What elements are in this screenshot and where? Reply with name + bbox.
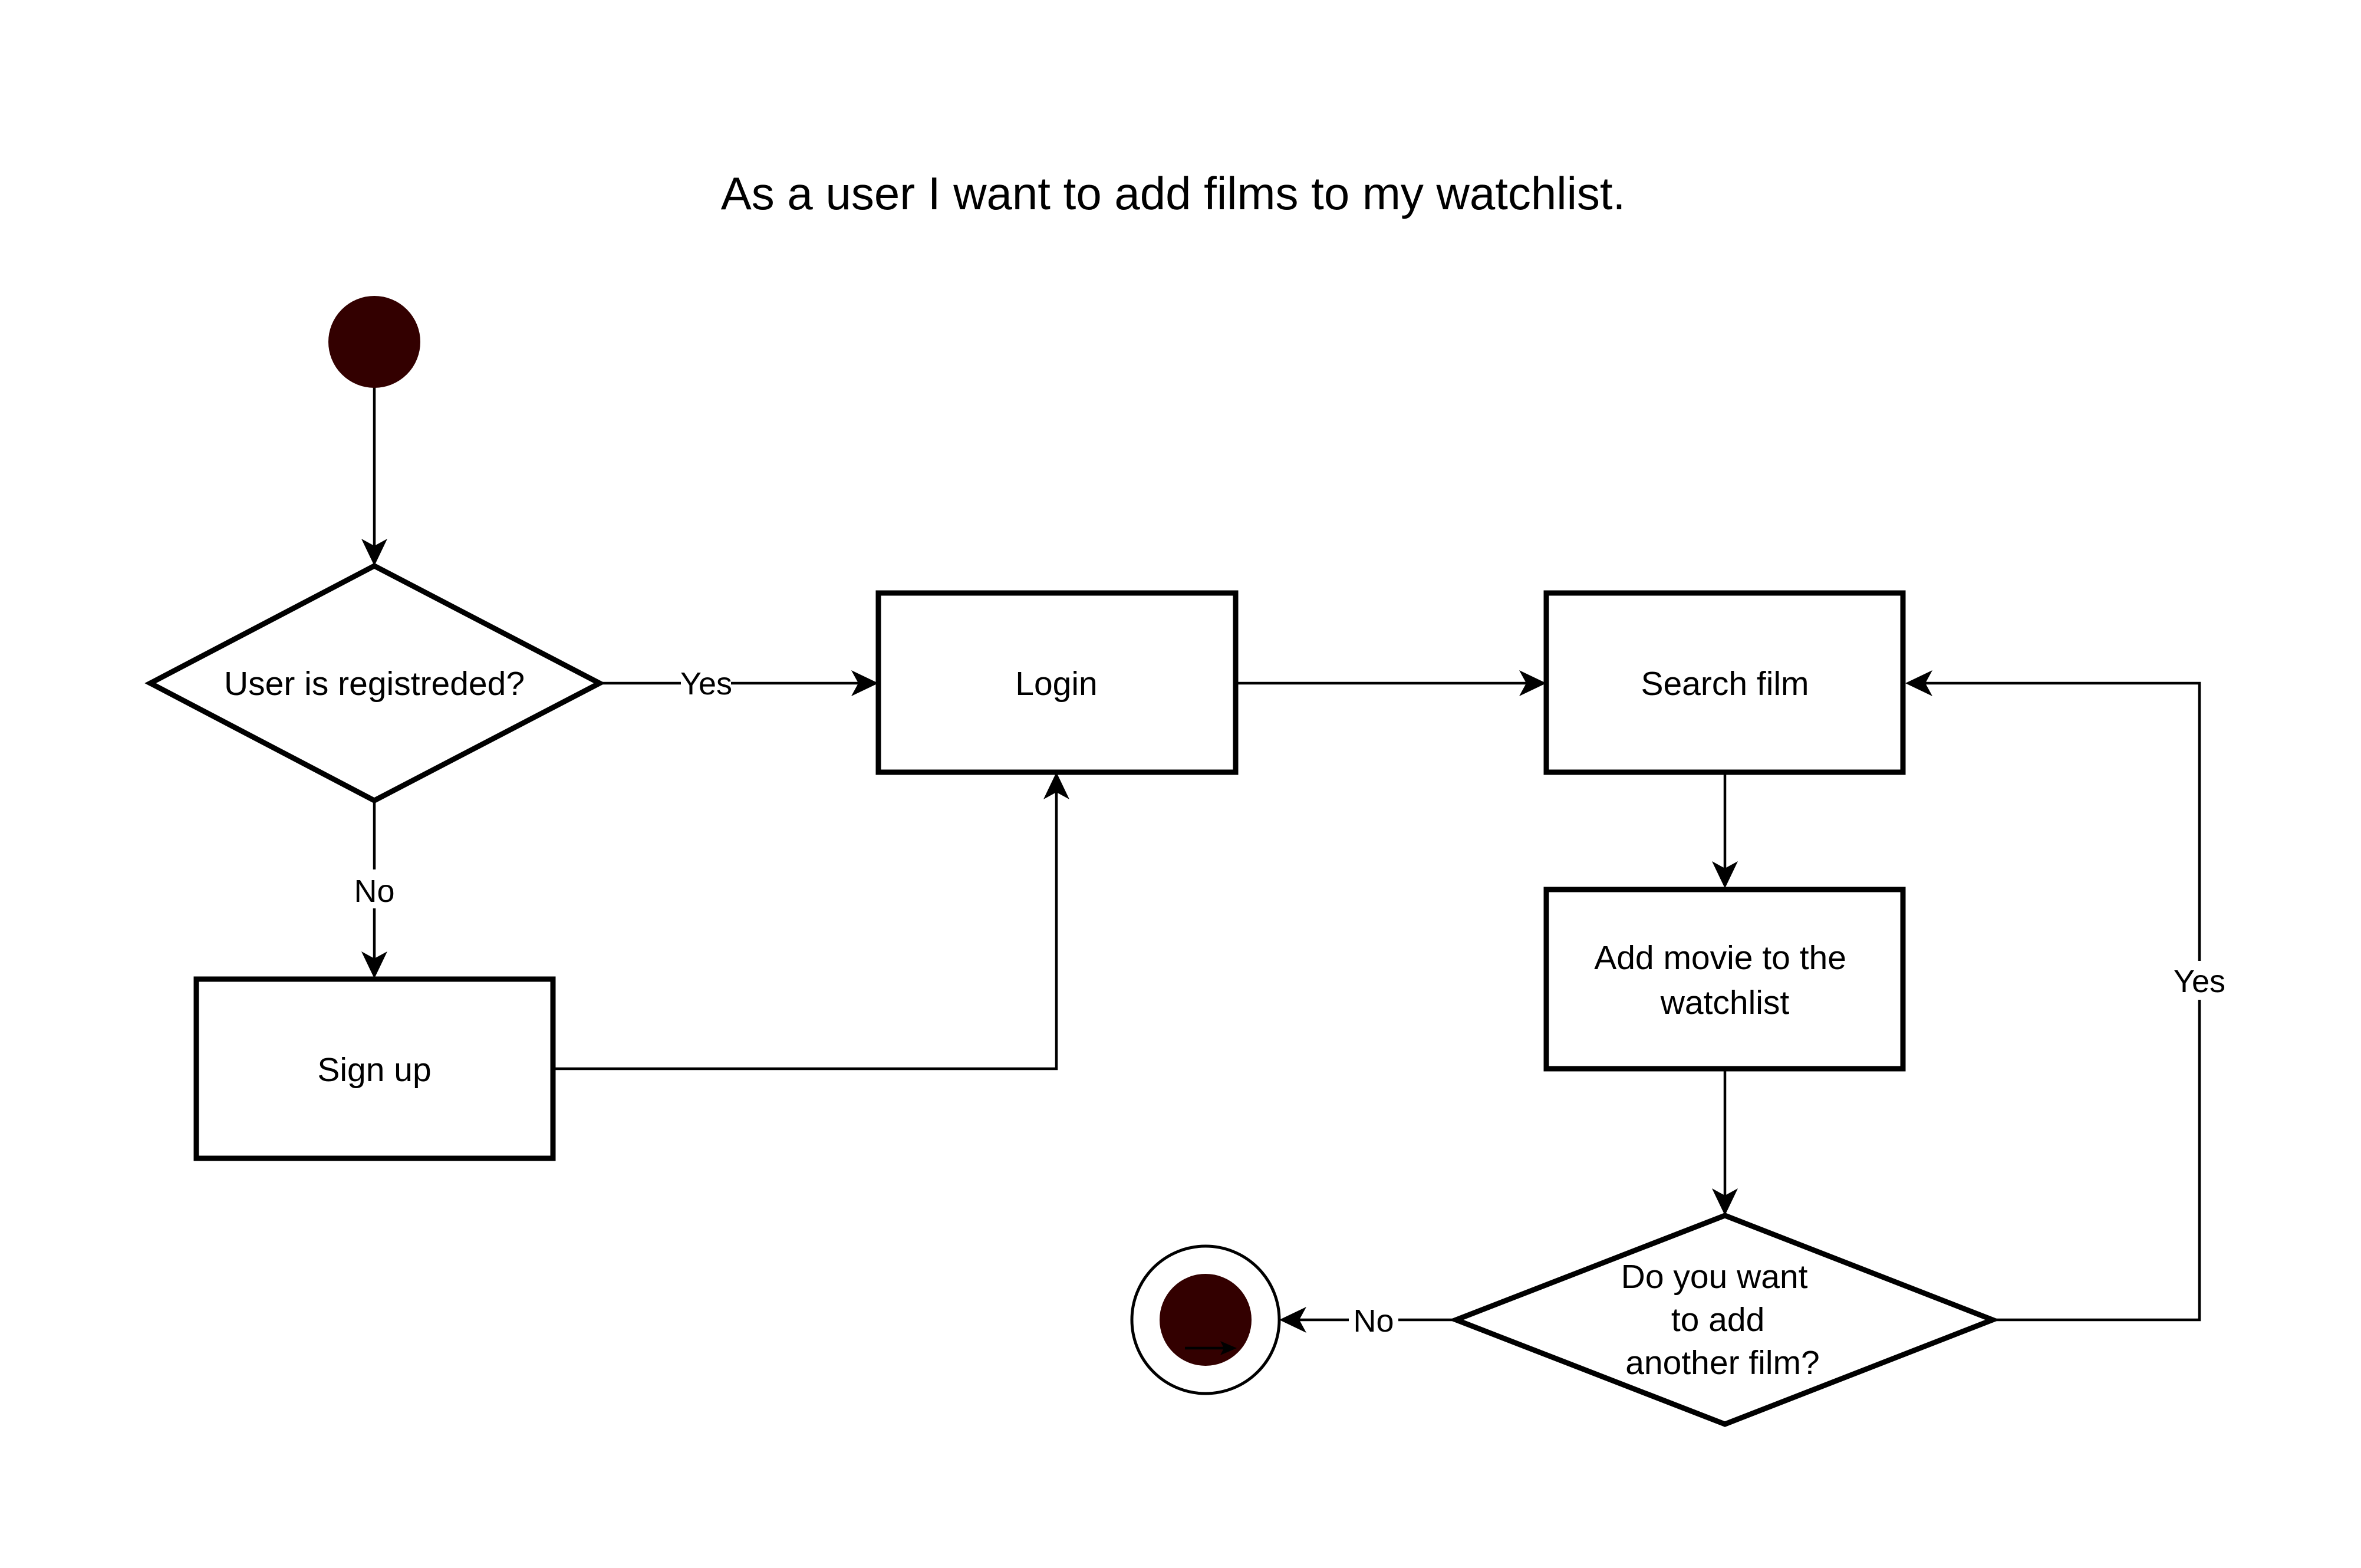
process-label-line: Add movie to the	[1594, 939, 1846, 977]
process-search-film: Search film	[1543, 590, 1906, 775]
edge-search-to-add	[1712, 773, 1738, 888]
edge-line	[554, 790, 1058, 1070]
arrowhead	[361, 539, 387, 566]
decision-label-line: another film?	[1625, 1344, 1820, 1382]
process-label-line: Login	[1015, 665, 1097, 703]
edge-label-background	[2169, 961, 2230, 1000]
edge-line	[1923, 681, 2201, 1322]
process-label: Login	[1015, 665, 1097, 703]
edge-label-no: No	[354, 874, 394, 909]
process-label: Sign up	[317, 1051, 431, 1089]
edge-another-no: No	[1279, 1300, 1456, 1339]
arrowhead	[361, 951, 387, 979]
process-label-line: watchlist	[1660, 984, 1790, 1022]
edge-registered-no: No	[347, 801, 402, 979]
process-label: Search film	[1641, 665, 1809, 703]
decision-label: User is registreded?	[224, 665, 525, 703]
process-box	[1543, 590, 1906, 775]
process-label-line: Sign up	[317, 1051, 431, 1089]
edge-registered-yes: Yes	[600, 663, 878, 702]
process-add-movie: Add movie to the watchlist	[1543, 887, 1906, 1072]
final-state-inner-dot	[1160, 1274, 1252, 1366]
process-box	[193, 976, 556, 1161]
decision-label: Do you want to add another film?	[1621, 1258, 1820, 1382]
decision-label-line: to add	[1671, 1301, 1764, 1339]
arrowhead	[1043, 772, 1069, 799]
edge-add-to-another	[1712, 1070, 1738, 1215]
decision-label-line: Do you want	[1621, 1258, 1808, 1296]
arrowhead	[1905, 670, 1932, 696]
decision-diamond	[1448, 1213, 2000, 1427]
edge-label-yes: Yes	[2174, 964, 2225, 999]
edge-start-to-registered	[361, 386, 387, 566]
process-label: Add movie to the watchlist	[1594, 939, 1856, 1022]
process-box	[1543, 887, 1906, 1072]
process-label-line: Search film	[1641, 665, 1809, 703]
edge-label-background	[347, 869, 402, 908]
edge-another-yes: Yes	[1905, 670, 2230, 1322]
final-state-node	[1130, 1244, 1281, 1395]
diagram-title: As a user I want to add films to my watc…	[721, 167, 1626, 219]
process-sign-up: Sign up	[193, 976, 556, 1161]
decision-diamond	[144, 562, 605, 804]
edge-label-background	[1349, 1300, 1398, 1339]
decision-label-line: User is registreded?	[224, 665, 525, 703]
arrowhead	[1712, 861, 1738, 888]
edge-login-to-search	[1237, 670, 1546, 696]
edge-label-yes: Yes	[680, 666, 732, 701]
decision-another-film: Do you want to add another film?	[1448, 1213, 2000, 1427]
edge-label-no: No	[1353, 1303, 1394, 1339]
arrowhead	[1519, 670, 1546, 696]
arrowhead	[851, 670, 878, 696]
edge-signup-to-login	[554, 772, 1069, 1070]
process-box	[875, 590, 1239, 775]
process-login: Login	[875, 590, 1239, 775]
edge-label-background	[681, 663, 731, 702]
decision-user-registered: User is registreded?	[144, 562, 605, 804]
arrowhead	[1712, 1188, 1738, 1215]
initial-state-node	[328, 296, 420, 388]
arrowhead	[1220, 1341, 1237, 1355]
arrowhead	[1279, 1307, 1306, 1333]
